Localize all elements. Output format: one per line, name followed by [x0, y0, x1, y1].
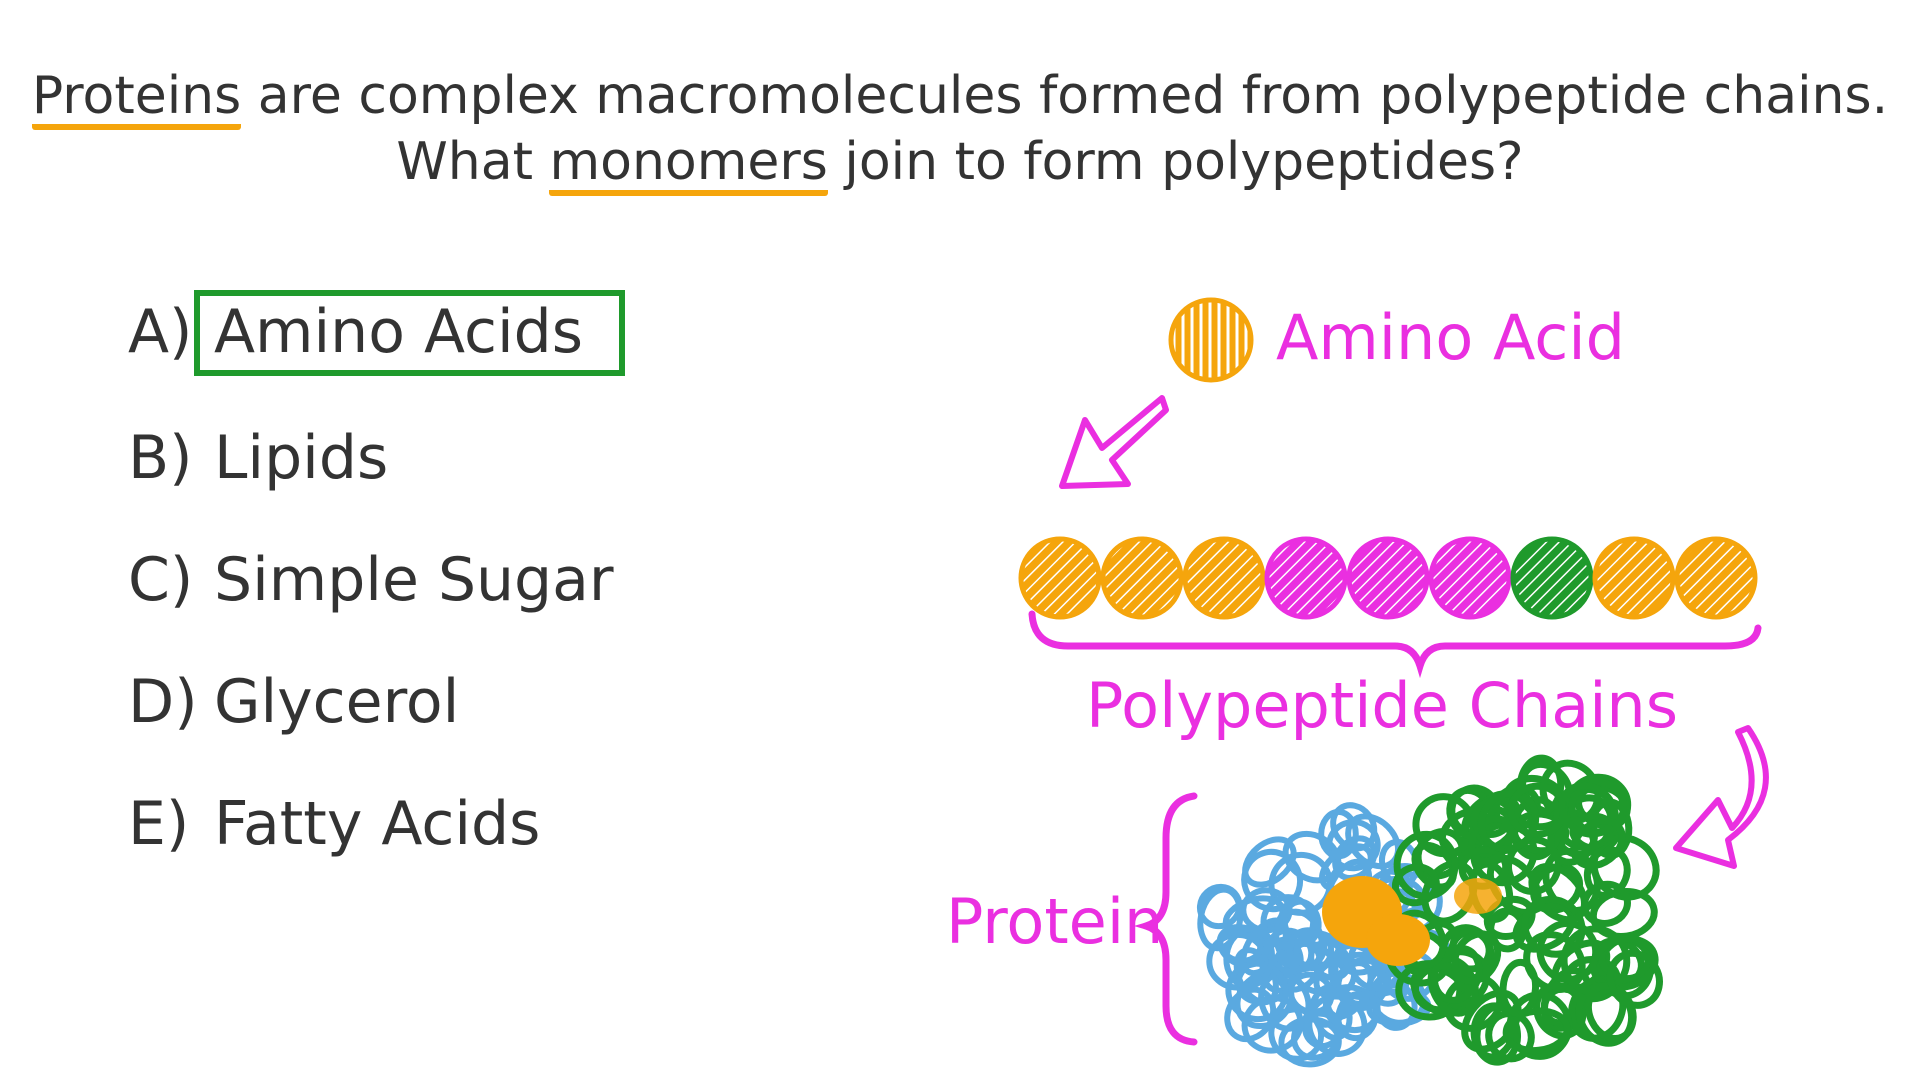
- amino-acid-label: Amino Acid: [1276, 301, 1625, 374]
- chain-bead-orange: [1018, 536, 1102, 620]
- chain-bead-orange: [1592, 536, 1676, 620]
- protein-core: [1322, 876, 1502, 966]
- polypeptide-chain: [1018, 536, 1758, 620]
- chain-bead-magenta: [1264, 536, 1348, 620]
- question-line-2: What monomers join to form polypeptides?: [0, 132, 1920, 196]
- protein-label: Protein: [946, 885, 1164, 958]
- option-a-text-correct: Amino Acids: [194, 290, 625, 376]
- question-line-2-after: join to form polypeptides?: [827, 132, 1524, 192]
- protein-green-subunit: [1385, 754, 1663, 1066]
- option-b-text: Lipids: [214, 423, 389, 493]
- protein-brace: [1133, 792, 1198, 1046]
- option-d-text: Glycerol: [214, 667, 460, 737]
- chain-bead-orange: [1182, 536, 1266, 620]
- option-c-text: Simple Sugar: [214, 545, 614, 615]
- question-line-1-text: are complex macromolecules formed from p…: [241, 66, 1889, 126]
- option-c-letter: C): [128, 545, 194, 615]
- option-b[interactable]: B) Lipids: [128, 422, 388, 494]
- chain-bead-magenta: [1428, 536, 1512, 620]
- amino-acid-bead: [1168, 297, 1254, 383]
- chain-brace: [1028, 610, 1762, 679]
- polypeptide-chain-label: Polypeptide Chains: [1086, 669, 1679, 742]
- question-line-1: Proteins are complex macromolecules form…: [0, 66, 1920, 130]
- option-a[interactable]: A)Amino Acids: [128, 290, 625, 376]
- chain-bead-orange: [1100, 536, 1184, 620]
- chain-bead-magenta: [1346, 536, 1430, 620]
- option-e[interactable]: E) Fatty Acids: [128, 788, 540, 860]
- option-c[interactable]: C) Simple Sugar: [128, 544, 614, 616]
- chain-bead-orange: [1674, 536, 1758, 620]
- arrow-to-protein-icon: [1673, 725, 1769, 869]
- option-e-letter: E): [128, 789, 190, 859]
- arrow-to-chain-icon: [1059, 395, 1169, 489]
- chain-bead-green: [1510, 536, 1594, 620]
- option-e-text: Fatty Acids: [214, 789, 541, 859]
- option-d-letter: D): [128, 667, 198, 737]
- option-b-letter: B): [128, 423, 193, 493]
- keyword-proteins: Proteins: [31, 70, 242, 130]
- keyword-monomers: monomers: [549, 136, 828, 196]
- option-a-letter: A): [128, 297, 193, 367]
- question-line-2-before: What: [396, 132, 550, 192]
- option-d[interactable]: D)Glycerol: [128, 666, 459, 738]
